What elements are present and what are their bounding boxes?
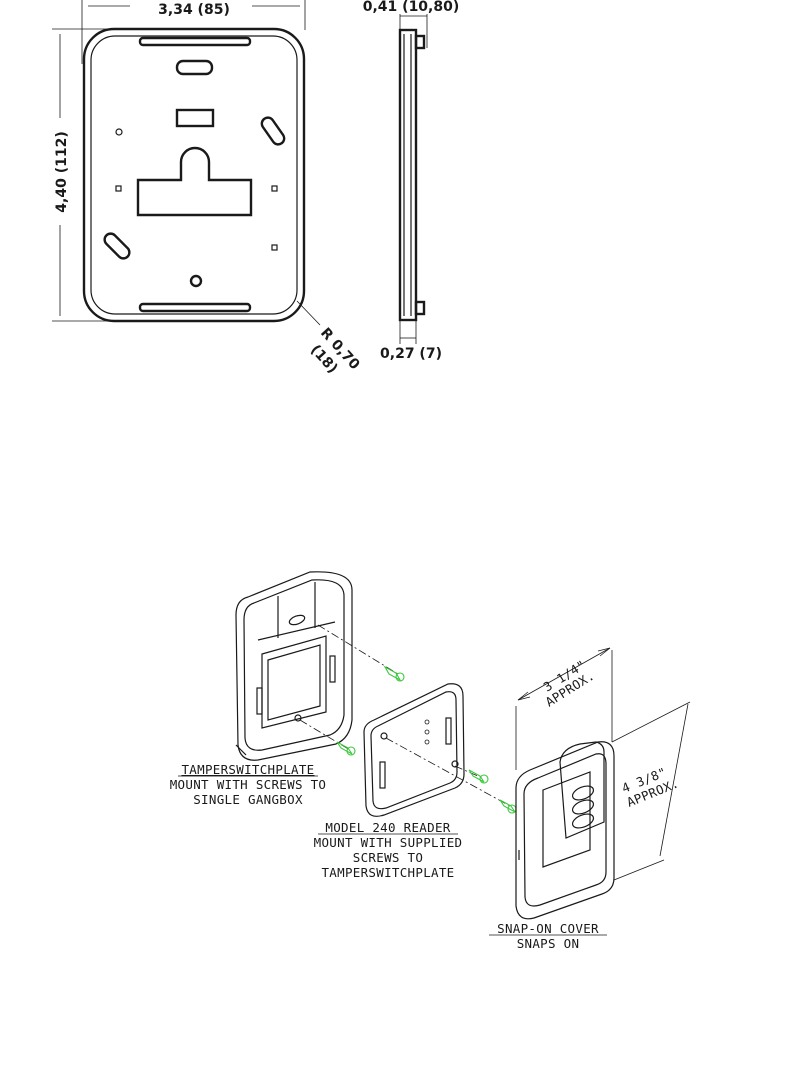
screw-lower <box>337 742 355 755</box>
cover-title: SNAP-ON COVER <box>497 921 599 936</box>
tamperswitchplate-title: TAMPERSWITCHPLATE <box>181 762 314 777</box>
cover-line1: SNAPS ON <box>517 936 580 951</box>
depth-dimension-total: 0,41 (10,80) <box>363 0 460 15</box>
cover-height-dimension: 4 3/8" APPROX. <box>612 702 690 880</box>
side-view-plate: 0,41 (10,80) 0,27 (7) <box>363 0 460 362</box>
screw-reader-upper <box>469 770 488 783</box>
label-model-240-reader: MODEL 240 READER MOUNT WITH SUPPLIED SCR… <box>314 820 463 880</box>
label-snap-on-cover: SNAP-ON COVER SNAPS ON <box>489 921 607 951</box>
tamperswitchplate-line2: SINGLE GANGBOX <box>193 792 303 807</box>
reader-line3: TAMPERSWITCHPLATE <box>321 865 454 880</box>
reader-line2: SCREWS TO <box>353 850 423 865</box>
depth-dimension-body: 0,27 (7) <box>380 346 442 362</box>
model-240-reader-illustration <box>364 684 464 817</box>
top-view-plate: 3,34 (85) 4,40 (112) R 0,70 <box>52 0 363 377</box>
tamperswitchplate-illustration <box>236 572 352 760</box>
reader-title: MODEL 240 READER <box>325 820 450 835</box>
width-dimension: 3,34 (85) <box>158 2 230 18</box>
tamperswitchplate-line1: MOUNT WITH SCREWS TO <box>170 777 327 792</box>
snap-on-cover-illustration <box>516 742 614 919</box>
height-dimension: 4,40 (112) <box>54 131 70 212</box>
label-tamperswitchplate: TAMPERSWITCHPLATE MOUNT WITH SCREWS TO S… <box>170 762 327 807</box>
screw-upper <box>385 667 404 681</box>
reader-line1: MOUNT WITH SUPPLIED <box>314 835 463 850</box>
